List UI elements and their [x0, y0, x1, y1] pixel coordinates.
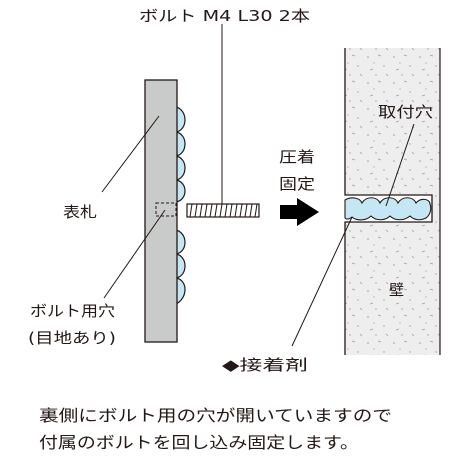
leader-lines [101, 24, 415, 347]
caption-line2: 付属のボルトを回し込み固定します。 [39, 433, 359, 452]
caption-line1: 裏側にボルト用の穴が開いていますので [39, 406, 392, 425]
label-mount-hole: 取付穴 [378, 103, 433, 121]
label-bolt: ボルト M4 L30 2本 [139, 7, 310, 25]
label-press-line1: 圧着 [279, 148, 315, 166]
label-hole-line1: ボルト用穴 [30, 302, 115, 320]
nameplate-body [144, 79, 178, 343]
leader-adhesive [291, 216, 353, 347]
wall [344, 48, 441, 355]
label-hole-line2: (目地あり) [28, 329, 116, 347]
label-press-line2: 固定 [279, 175, 315, 193]
mount-hole-adhesive [344, 197, 432, 221]
label-wall: 壁 [389, 281, 404, 299]
leader-plate [101, 115, 160, 193]
bolt [186, 203, 260, 218]
press-arrow [280, 198, 319, 226]
leader-hole [103, 209, 166, 299]
leader-mount-hole [385, 123, 415, 207]
bolt-hole-dashed [155, 202, 177, 217]
label-plate: 表札 [63, 203, 97, 221]
nameplate [144, 79, 186, 343]
label-adhesive: ◆接着剤 [222, 356, 308, 374]
bolt-thread [189, 203, 258, 218]
bolt-shaft [186, 203, 260, 218]
wall-body [345, 48, 440, 355]
wall-face-outline [344, 48, 433, 355]
